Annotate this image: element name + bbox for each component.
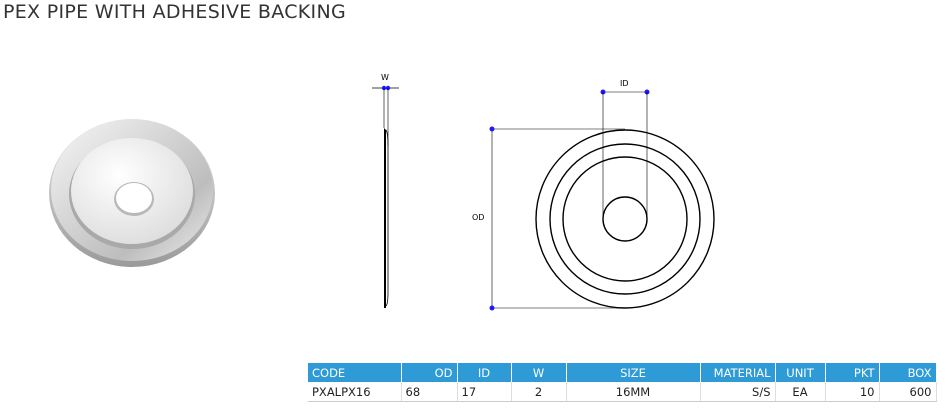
od-label: OD <box>472 213 484 222</box>
cell-od: 68 <box>401 382 458 402</box>
col-header-pkt: PKT <box>825 363 880 382</box>
product-photo <box>49 119 215 267</box>
col-header-material: MATERIAL <box>700 363 776 382</box>
cell-w: 2 <box>511 382 567 402</box>
col-header-od: OD <box>401 363 458 382</box>
table-header-row: CODE OD ID W SIZE MATERIAL UNIT PKT BOX <box>308 363 937 382</box>
product-title: PEX PIPE WITH ADHESIVE BACKING <box>3 1 346 23</box>
width-label: W <box>381 73 389 82</box>
col-header-code: CODE <box>308 363 402 382</box>
spec-table: CODE OD ID W SIZE MATERIAL UNIT PKT BOX … <box>308 363 937 402</box>
col-header-w: W <box>511 363 567 382</box>
front-view-drawing: ID OD <box>472 79 715 311</box>
col-header-size: SIZE <box>566 363 701 382</box>
dimension-marker <box>489 305 495 311</box>
cell-material: S/S <box>700 382 776 402</box>
dimension-marker <box>489 126 495 132</box>
cell-unit: EA <box>775 382 826 402</box>
side-view-drawing: W <box>372 73 399 308</box>
col-header-unit: UNIT <box>775 363 826 382</box>
col-header-box: BOX <box>879 363 937 382</box>
cell-id: 17 <box>457 382 512 402</box>
cell-size: 16MM <box>566 382 701 402</box>
cell-box: 600 <box>879 382 937 402</box>
cell-pkt: 10 <box>825 382 880 402</box>
col-header-id: ID <box>457 363 512 382</box>
id-label: ID <box>620 79 629 88</box>
table-row: PXALPX16 68 17 2 16MM S/S EA 10 600 <box>308 382 937 402</box>
cell-code: PXALPX16 <box>308 382 402 402</box>
